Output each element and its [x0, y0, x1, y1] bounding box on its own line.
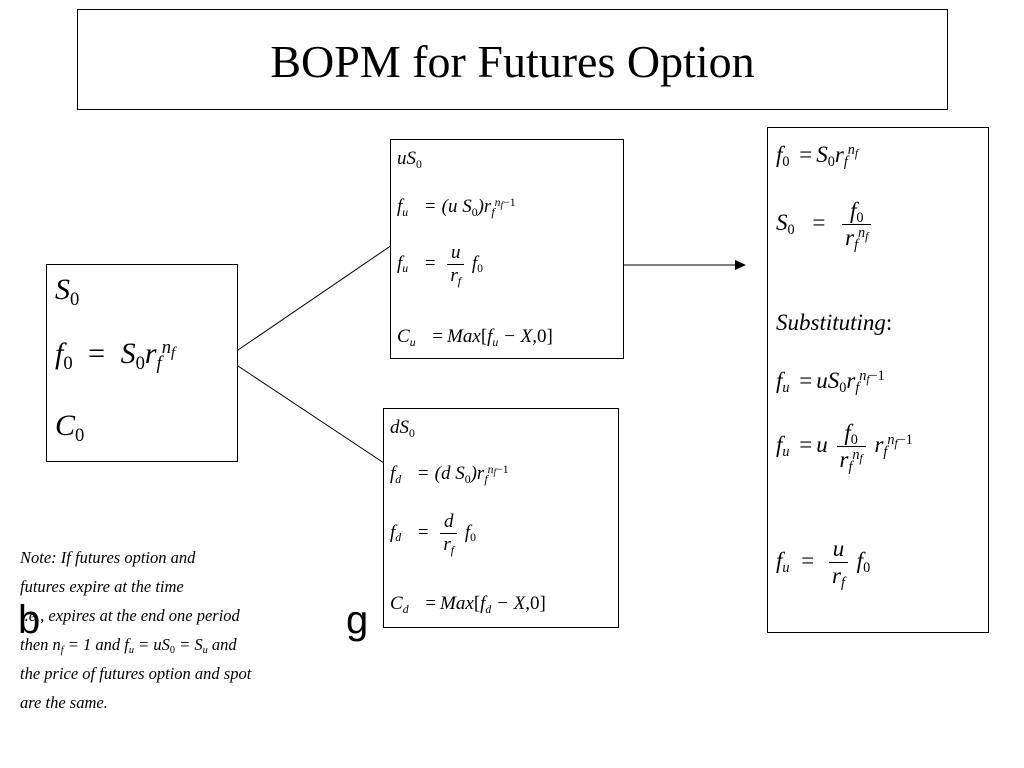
up-branch-line — [237, 244, 393, 351]
note-line-2: futures expire at the time — [20, 577, 184, 596]
note-line-4: then nf = 1 and fu = uS0 = Su and — [20, 635, 237, 657]
arrow-head-icon — [735, 260, 746, 270]
slide-title: BOPM for Futures Option — [270, 36, 755, 87]
up-price: uS0 — [397, 148, 422, 171]
root-node-box: S0 f0 = S0rfnf C0 — [46, 264, 238, 462]
note-text: Note: If futures option and futures expi… — [20, 543, 370, 717]
down-price: dS0 — [390, 417, 415, 440]
derivation-line-4: fu =uS0rfnf−1 — [776, 368, 885, 397]
note-line-1: Note: If futures option and — [20, 548, 196, 567]
up-call-value-equation: Cu =Max[fu − X,0] — [397, 326, 553, 349]
up-payoff-equation: fu =(u S0)rfnf−1 — [397, 195, 516, 219]
root-s0: S0 — [55, 273, 80, 310]
down-payoff-equation: fd =(d S0)rfnf−1 — [390, 462, 509, 486]
note-line-5: the price of futures option and spot — [20, 664, 252, 683]
title-box: BOPM for Futures Option — [77, 9, 948, 110]
down-branch-line — [237, 365, 385, 464]
derivation-line-1: f0 =S0rfnf — [776, 142, 859, 171]
note-line-6: are the same. — [20, 693, 108, 712]
derivation-substituting-label: Substituting: — [776, 310, 893, 335]
root-f0-equation: f0 = S0rfnf — [55, 336, 176, 374]
stray-glyph-left: b — [18, 598, 41, 642]
stray-glyph-right: g — [346, 598, 369, 642]
down-call-value-equation: Cd =Max[fd − X,0] — [390, 593, 546, 616]
note-line-3: i.e., expires at the end one period — [20, 606, 240, 625]
root-c0: C0 — [55, 409, 85, 446]
